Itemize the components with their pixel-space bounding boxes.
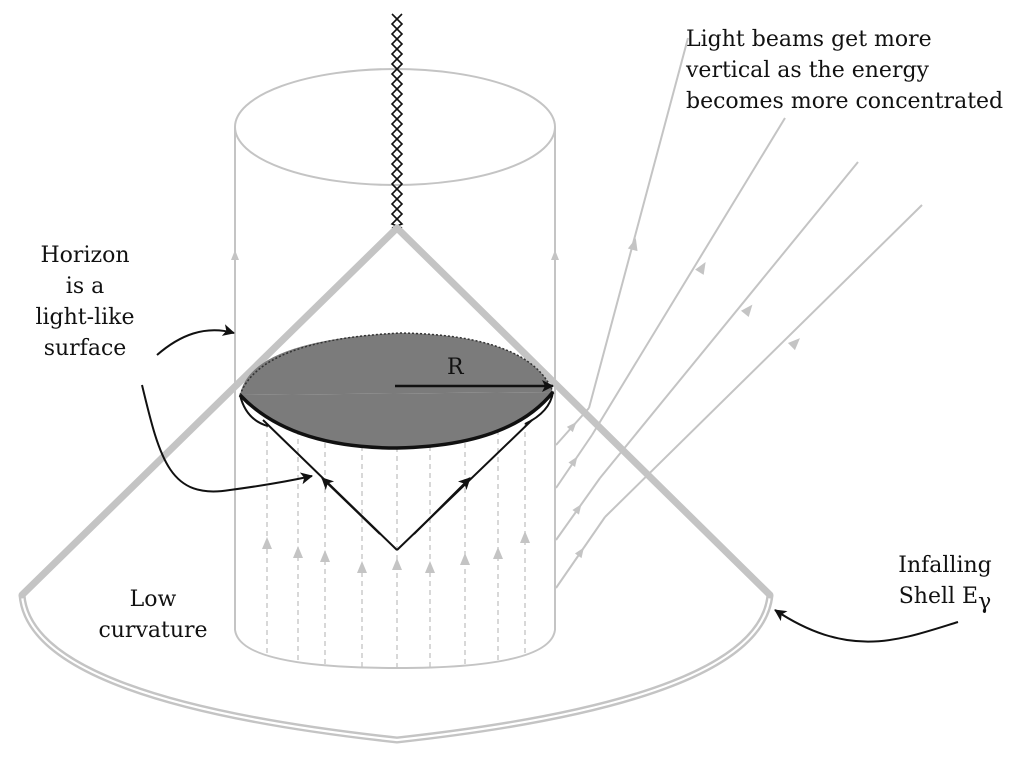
- infalling-line-1: Infalling: [898, 553, 992, 578]
- worldline-arrowhead: [262, 537, 272, 549]
- worldline-arrowhead: [520, 531, 530, 543]
- infalling-shell-text: Shell E: [898, 584, 979, 609]
- light-beam-inner-arrowhead: [572, 504, 582, 515]
- light-beam-segment: [588, 37, 689, 409]
- worldline-arrowhead: [460, 553, 470, 565]
- light-beams-line-2: vertical as the energy: [686, 58, 929, 83]
- worldline-arrowhead: [320, 550, 330, 562]
- cylinder: [231, 68, 559, 670]
- light-beams-line-3: becomes more concentrated: [686, 89, 1004, 114]
- horizon-line-4: surface: [43, 336, 127, 361]
- infalling-shell: [18, 594, 774, 744]
- inner-light-cone: [262, 419, 533, 551]
- light-beam-segment: [604, 204, 923, 518]
- worldline-arrowhead: [392, 558, 402, 570]
- light-beams-line-1: Light beams get more: [686, 27, 932, 52]
- low-curvature-line-2: curvature: [98, 618, 208, 643]
- light-beam-arrowhead: [740, 304, 753, 318]
- light-beam-arrowhead: [695, 262, 706, 275]
- light-beams-label: Light beams get more vertical as the ene…: [686, 24, 1003, 117]
- light-beam-segment: [591, 117, 786, 436]
- light-beam-inner-arrowhead: [574, 547, 584, 559]
- interior-worldlines: [262, 421, 530, 668]
- trapped-region-pointer-arrow: [141, 384, 313, 493]
- horizon-label: Horizon is a light-like surface: [30, 240, 140, 364]
- light-beam-arrowhead: [627, 238, 638, 252]
- horizon-line-3: light-like: [35, 305, 135, 330]
- radius-label: R: [447, 355, 464, 380]
- low-curvature-line-1: Low: [129, 587, 177, 612]
- low-curvature-label: Low curvature: [98, 584, 208, 646]
- horizon-line-2: is a: [65, 274, 105, 299]
- horizon-line-1: Horizon: [40, 243, 130, 268]
- horizon-cone: [18, 224, 774, 599]
- singularity-zigzag: [390, 13, 404, 229]
- trapped-disk: [238, 332, 555, 450]
- shell-pointer-arrow: [774, 609, 959, 643]
- light-beam-inner-arrowhead: [566, 422, 577, 433]
- worldline-arrowhead: [493, 547, 503, 559]
- worldline-arrowhead: [293, 546, 303, 558]
- horizon-pointer-arrow: [156, 324, 235, 356]
- infalling-line-2: Shell Eγ: [890, 581, 1000, 617]
- infalling-light-beams: [555, 37, 923, 589]
- gamma-subscript: γ: [978, 589, 992, 615]
- infalling-shell-label: Infalling Shell Eγ: [890, 550, 1000, 617]
- light-beam-segment: [599, 161, 859, 479]
- light-beam-inner-arrowhead: [568, 456, 578, 468]
- worldline-arrowhead: [425, 561, 435, 573]
- light-beam-arrowhead: [787, 338, 800, 351]
- worldline-arrowhead: [357, 561, 367, 573]
- pointer-arrows: [141, 324, 959, 643]
